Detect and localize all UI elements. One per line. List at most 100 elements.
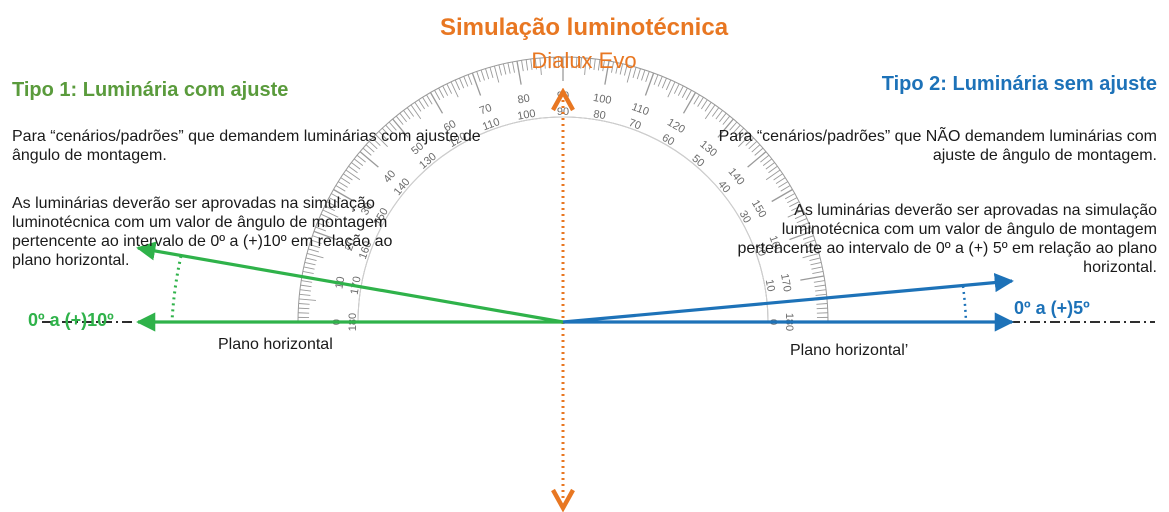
protractor-tick xyxy=(306,252,324,259)
protractor-tick xyxy=(438,87,445,98)
protractor-tick xyxy=(798,222,809,228)
protractor-outer-label: 30 xyxy=(359,201,376,218)
protractor-tick xyxy=(298,298,316,301)
protractor-outer-label: 70 xyxy=(478,102,494,117)
protractor-tick xyxy=(722,115,731,125)
protractor-tick xyxy=(719,112,727,123)
protractor-tick xyxy=(320,213,332,220)
protractor-tick xyxy=(754,147,764,156)
protractor-tick xyxy=(729,121,738,131)
protractor-tick xyxy=(653,74,659,86)
protractor-tick xyxy=(667,81,676,98)
protractor-tick xyxy=(388,121,397,131)
protractor-tick xyxy=(368,140,378,150)
protractor-tick xyxy=(693,94,700,105)
protractor-tick xyxy=(715,110,723,120)
protractor-tick xyxy=(476,71,481,82)
protractor-inner-label: 80 xyxy=(592,108,606,122)
protractor-tick xyxy=(738,134,751,147)
protractor-tick xyxy=(312,235,323,240)
protractor-tick xyxy=(302,270,314,274)
protractor-tick xyxy=(794,213,806,220)
protractor-tick xyxy=(372,137,381,146)
protractor-tick xyxy=(619,63,624,75)
protractor-tick xyxy=(392,118,409,138)
protractor-tick xyxy=(338,181,348,188)
protractor-tick xyxy=(403,110,411,120)
protractor-tick xyxy=(704,104,716,120)
protractor-tick xyxy=(450,81,459,98)
protractor-inner-label: 110 xyxy=(481,116,502,133)
protractor-tick xyxy=(584,57,587,75)
protractor-tick xyxy=(310,239,322,244)
protractor-tick xyxy=(796,218,808,224)
protractor-tick xyxy=(661,77,667,89)
protractor-tick xyxy=(548,57,551,69)
protractor-tick xyxy=(760,154,770,163)
protractor-tick xyxy=(768,165,778,174)
protractor-tick xyxy=(418,99,426,110)
protractor-tick xyxy=(717,118,734,138)
protractor-tick xyxy=(507,62,511,74)
protractor-tick xyxy=(348,165,358,174)
protractor-tick xyxy=(326,201,337,208)
protractor-tick xyxy=(324,205,335,212)
protractor-tick xyxy=(315,226,327,232)
protractor-tick xyxy=(343,173,353,181)
title: Simulação luminotécnica xyxy=(439,14,729,41)
protractor-tick xyxy=(732,124,741,134)
protractor-tick xyxy=(309,244,321,249)
protractor-outer-label: 20 xyxy=(343,237,358,253)
protractor-tick xyxy=(809,257,821,261)
protractor-tick xyxy=(784,193,795,200)
protractor-tick xyxy=(602,60,605,72)
protractor-outer-label: 110 xyxy=(630,101,651,118)
protractor-tick xyxy=(395,115,404,125)
protractor-tick xyxy=(748,140,758,150)
protractor-tick xyxy=(791,205,802,212)
protractor-tick xyxy=(385,124,394,134)
protractor-tick xyxy=(697,97,704,107)
subtitle: Dialux Evo xyxy=(531,48,637,73)
protractor-tick xyxy=(626,65,633,83)
type-1-heading: Tipo 1: Luminária com ajuste xyxy=(12,79,289,101)
protractor-inner-label: 60 xyxy=(660,132,677,149)
protractor-tick xyxy=(762,158,773,166)
type-2-approval-text: As luminárias deverão ser aprovadas na s… xyxy=(737,202,1157,276)
protractor-tick xyxy=(305,257,317,261)
angle-range-label-left: 0º a (+)10º xyxy=(28,310,114,330)
protractor-tick xyxy=(799,226,811,232)
protractor-tick xyxy=(534,58,537,70)
protractor-tick xyxy=(787,209,804,218)
blue-angle-arc xyxy=(961,285,968,323)
protractor-tick xyxy=(498,64,502,76)
protractor-tick xyxy=(814,284,826,288)
protractor-outer-label: 100 xyxy=(592,92,612,107)
protractor-tick xyxy=(711,107,720,117)
protractor-tick xyxy=(644,72,655,96)
protractor-tick xyxy=(365,144,375,153)
protractor-tick xyxy=(317,222,328,228)
protractor-tick xyxy=(480,69,485,81)
protractor-tick xyxy=(816,303,828,305)
protractor-tick xyxy=(775,177,786,185)
protractor-tick xyxy=(525,59,529,71)
protractor-tick xyxy=(773,173,783,181)
protractor-tick xyxy=(811,266,823,270)
protractor-tick xyxy=(414,102,422,112)
protractor-tick xyxy=(816,307,828,310)
protractor-tick xyxy=(299,289,311,292)
protractor-tick xyxy=(304,261,316,266)
protractor-tick xyxy=(442,85,449,96)
protractor-tick xyxy=(322,209,339,218)
protractor-tick xyxy=(751,144,761,153)
protractor-tick xyxy=(530,58,533,70)
protractor-tick xyxy=(298,307,310,310)
protractor-inner-label: 70 xyxy=(627,117,643,132)
protractor-tick xyxy=(378,131,387,140)
protractor-tick xyxy=(485,68,490,80)
protractor-tick xyxy=(789,230,813,241)
protractor-tick xyxy=(739,131,748,140)
protractor-tick xyxy=(803,235,814,240)
